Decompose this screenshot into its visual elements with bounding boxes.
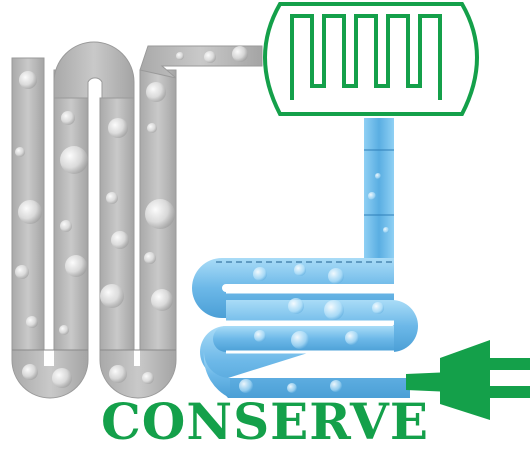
blue-pipe: [192, 118, 418, 398]
heating-element-icon: [265, 4, 477, 114]
conserve-title: CONSERVE: [0, 392, 530, 451]
